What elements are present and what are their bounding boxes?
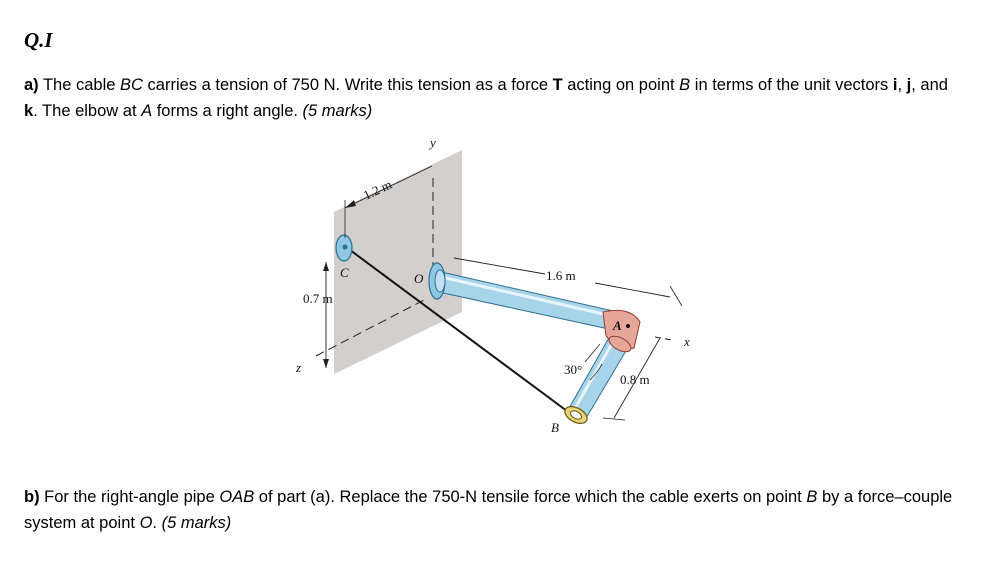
flange-o-inner <box>434 269 446 293</box>
part-b-letter: b) <box>24 488 40 506</box>
part-a-A: A <box>141 102 153 120</box>
dim-top-line <box>344 165 433 209</box>
dim-oa-ext <box>669 285 683 307</box>
dim-left-arrow-top <box>323 262 329 271</box>
part-b-t2: of part (a). Replace the 750-N tensile f… <box>254 488 807 506</box>
label-x: x <box>683 334 690 349</box>
dim-left-arrow-bottom <box>323 359 329 368</box>
dim-top-arrow <box>345 200 356 208</box>
elbow-ring <box>608 335 632 353</box>
angle-label: 30° <box>564 362 582 377</box>
label-o: O <box>414 271 424 286</box>
part-a-letter: a) <box>24 76 39 94</box>
wall-plane <box>334 150 462 374</box>
label-c: C <box>340 265 349 280</box>
part-b-O: O <box>139 514 153 532</box>
part-a-c2: , and <box>911 76 948 94</box>
part-a-k: k <box>24 102 34 120</box>
dim-ab-ext <box>602 417 626 421</box>
label-y: y <box>428 135 436 150</box>
pipe-oa <box>433 270 623 332</box>
cable-bc <box>345 246 572 415</box>
part-a-c1: , <box>897 76 907 94</box>
part-b-t1: For the right-angle pipe <box>39 488 220 506</box>
question-heading: Q.I <box>24 28 53 52</box>
part-a-t3: acting on point <box>562 76 680 94</box>
label-a: A <box>612 318 622 333</box>
bracket-c-hole <box>342 244 348 250</box>
dim-oa-line-2 <box>594 282 671 298</box>
dim-left-label: 0.7 m <box>303 291 333 306</box>
dim-oa-label: 1.6 m <box>546 268 576 283</box>
part-a-j: j <box>906 76 912 94</box>
part-a-bc: BC <box>120 76 143 94</box>
part-a-B: B <box>679 76 691 94</box>
part-a-t6: forms a right angle. <box>152 102 303 120</box>
z-axis-line <box>315 299 425 357</box>
part-b-oab: OAB <box>219 488 255 506</box>
angle-ref-line <box>584 343 601 363</box>
part-b-B: B <box>806 488 818 506</box>
part-b-text: b) For the right-angle pipe OAB of part … <box>24 484 969 536</box>
angle-arc <box>589 363 603 381</box>
part-a-t4: in terms of the unit vectors <box>690 76 893 94</box>
point-a-dot <box>626 324 630 328</box>
part-b-t3: by a force–couple system at point <box>24 488 953 532</box>
part-a-i: i <box>892 76 898 94</box>
dim-ab-label: 0.8 m <box>620 372 650 387</box>
pipe-oa-highlight <box>436 274 622 320</box>
part-b-marks: (5 marks) <box>161 514 232 532</box>
part-a-marks: (5 marks) <box>302 102 373 120</box>
dim-ab-line <box>613 337 661 419</box>
part-a-t1: The cable <box>38 76 121 94</box>
dim-oa-line-1 <box>453 257 546 275</box>
x-axis-line <box>654 336 673 341</box>
label-z: z <box>295 360 301 375</box>
label-b: B <box>551 420 559 435</box>
part-a-T: T <box>552 76 563 94</box>
end-cap-b-inner <box>569 410 583 420</box>
part-a-text: a) The cable BC carries a tension of 750… <box>24 72 964 124</box>
part-b-t4: . <box>152 514 162 532</box>
part-a-t5: . The elbow at <box>33 102 142 120</box>
part-a-t2: carries a tension of 750 N. Write this t… <box>142 76 553 94</box>
